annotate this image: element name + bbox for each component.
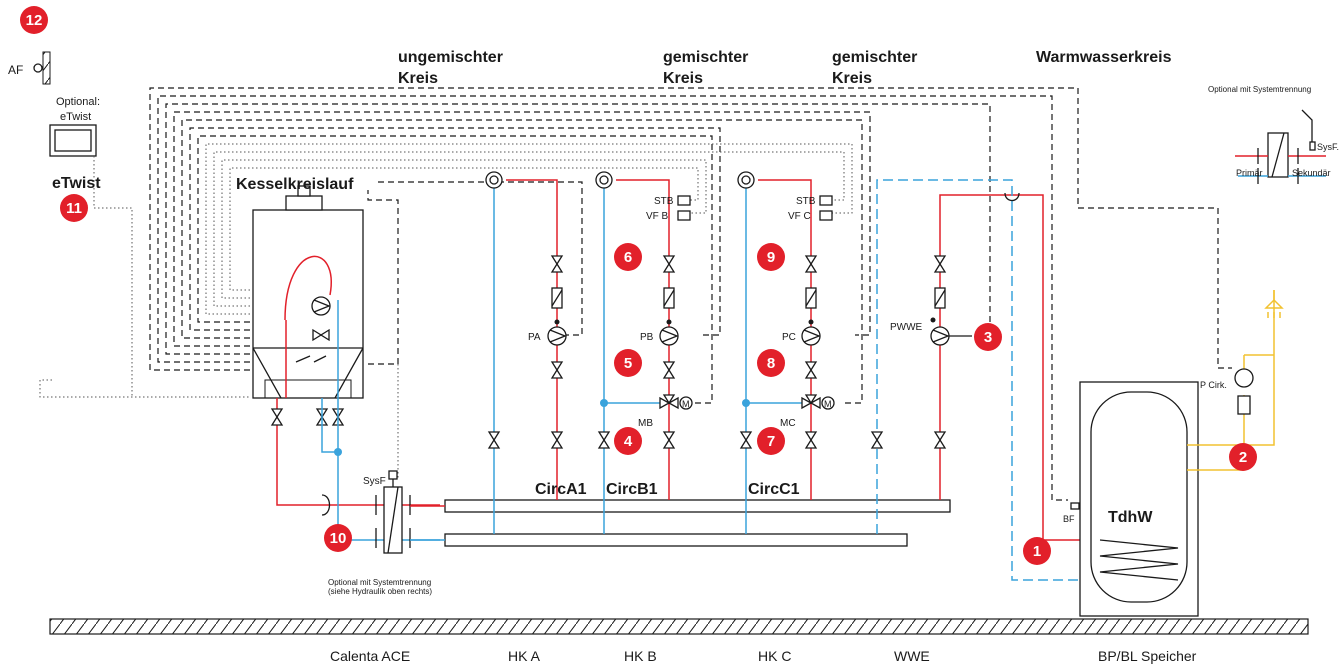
label-mb: MB	[638, 418, 653, 429]
label-pcirk: P Cirk.	[1200, 380, 1227, 390]
boiler-outlets	[271, 398, 440, 541]
number-badges: 1 2 3 4 5 6 7 8 9 10 11 12	[20, 6, 1257, 565]
label-optional: Optional:	[56, 96, 100, 108]
mixing-valve-icon: M	[659, 394, 693, 410]
footer-speicher: BP/BL Speicher	[1098, 648, 1197, 664]
label-mc: MC	[780, 418, 796, 429]
header-unmixed-line1: ungemischter	[398, 49, 503, 66]
svg-text:9: 9	[767, 249, 775, 266]
room-unit-icon: Optional: eTwist eTwist	[49, 96, 101, 208]
svg-text:11: 11	[66, 200, 82, 217]
badge-7: 7	[757, 427, 785, 455]
header-mixed-b-line1: gemischter	[663, 49, 748, 66]
svg-text:2: 2	[1239, 449, 1247, 466]
label-tdhw: TdhW	[1108, 509, 1153, 526]
shower-icon	[1264, 290, 1284, 318]
badge-5: 5	[614, 349, 642, 377]
label-optional-etwist: eTwist	[60, 111, 91, 123]
badge-8: 8	[757, 349, 785, 377]
label-pwwe: PWWE	[890, 322, 923, 333]
badge-10: 10	[324, 524, 352, 552]
footer-hkb: HK B	[624, 648, 657, 664]
label-sysf: SysF	[363, 476, 386, 487]
footer-labels: Calenta ACE HK A HK B HK C WWE BP/BL Spe…	[330, 648, 1197, 664]
motor-c: M	[824, 399, 832, 409]
heat-exchanger-icon: Optional mit Systemtrennung SysF. Primär…	[1208, 85, 1339, 184]
badge-6: 6	[614, 243, 642, 271]
label-circ-b1: CircB1	[606, 481, 658, 498]
label-pb: PB	[640, 332, 654, 343]
badge-3: 3	[974, 323, 1002, 351]
label-af: AF	[8, 63, 23, 77]
manifolds	[410, 499, 951, 547]
svg-text:7: 7	[767, 433, 775, 450]
badge-9: 9	[757, 243, 785, 271]
pump-icon	[1234, 368, 1254, 388]
header-unmixed-line2: Kreis	[398, 70, 438, 87]
label-sysf-top: SysF.	[1317, 142, 1339, 152]
label-vf-b: VF B	[646, 211, 669, 222]
badge-2: 2	[1229, 443, 1257, 471]
label-stb-b: STB	[654, 196, 674, 207]
svg-text:6: 6	[624, 249, 632, 266]
label-vf-c: VF C	[788, 211, 811, 222]
label-pa: PA	[528, 332, 541, 343]
svg-text:1: 1	[1033, 543, 1041, 560]
motor-b: M	[682, 399, 690, 409]
svg-text:12: 12	[26, 12, 43, 29]
header-mixed-b-line2: Kreis	[663, 70, 703, 87]
section-headers: ungemischter Kreis gemischter Kreis gemi…	[398, 49, 1172, 87]
label-primaer: Primär	[1236, 168, 1263, 178]
svg-text:4: 4	[624, 433, 633, 450]
svg-text:10: 10	[330, 530, 347, 547]
badge-1: 1	[1023, 537, 1051, 565]
label-sep-top: Optional mit Systemtrennung	[1208, 85, 1311, 94]
label-bf: BF	[1063, 514, 1075, 524]
control-wiring	[39, 87, 1232, 501]
thermostat-icon	[388, 470, 398, 480]
label-sekundaer: Sekundär	[1292, 168, 1331, 178]
label-etwist: eTwist	[52, 175, 101, 192]
label-stb-c: STB	[796, 196, 816, 207]
badge-11: 11	[60, 194, 88, 222]
circuit-c: STB VF C M MC PC	[737, 171, 835, 534]
sep-note-line1: Optional mit Systemtrennung	[328, 578, 431, 587]
label-circ-c1: CircC1	[748, 481, 800, 498]
boiler-icon	[252, 185, 364, 399]
check-valve-icon	[1237, 395, 1251, 415]
footer-calenta: Calenta ACE	[330, 648, 410, 664]
label-circ-a1: CircA1	[535, 481, 587, 498]
floor	[49, 618, 1309, 635]
label-boiler-circuit: Kesselkreislauf	[236, 176, 354, 193]
svg-text:3: 3	[984, 329, 992, 346]
header-mixed-c-line2: Kreis	[832, 70, 872, 87]
footer-hkc: HK C	[758, 648, 791, 664]
header-dhw: Warmwasserkreis	[1036, 49, 1172, 66]
system-separator: SysF Optional mit Systemtrennung (siehe …	[328, 470, 432, 596]
header-mixed-c-line1: gemischter	[832, 49, 917, 66]
circuit-a: PA	[485, 171, 567, 534]
footer-hka: HK A	[508, 648, 541, 664]
badge-4: 4	[614, 427, 642, 455]
mixing-valve-icon: M	[801, 394, 835, 410]
sep-note-line2: (siehe Hydraulik oben rechts)	[328, 587, 432, 596]
badge-12: 12	[20, 6, 48, 34]
svg-text:5: 5	[624, 355, 632, 372]
label-pc: PC	[782, 332, 796, 343]
dhw-circuit: PWWE	[871, 179, 1080, 581]
circuit-b: STB VF B M MB PB	[595, 171, 693, 534]
outdoor-sensor-icon: AF	[8, 51, 51, 85]
tank-icon: TdhW P Cirk. BF	[1063, 290, 1284, 617]
svg-text:8: 8	[767, 355, 775, 372]
footer-wwe: WWE	[894, 648, 930, 664]
